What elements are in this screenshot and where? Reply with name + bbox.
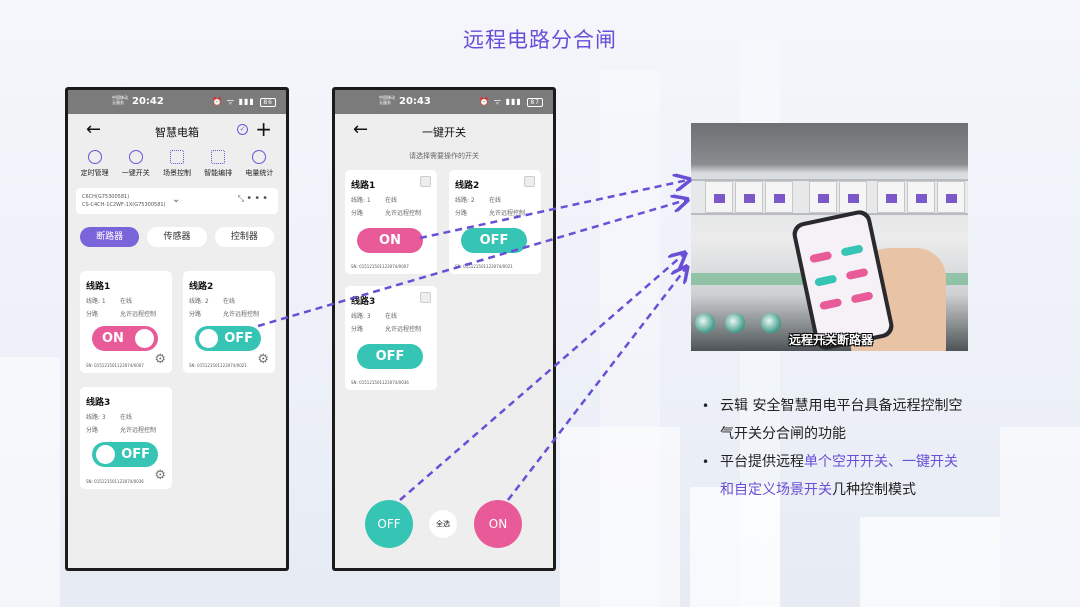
switch-toggle[interactable]: OFF [92,442,158,467]
clock-time: 20:43 [399,96,431,107]
switch-state-button[interactable]: ON [357,228,423,253]
switch-state-button[interactable]: OFF [461,228,527,253]
chevron-down-icon[interactable]: ⌄ [172,194,181,205]
battery-icon: 86 [260,98,276,107]
gear-icon[interactable]: ⚙ [154,352,166,367]
switch-state-button[interactable]: OFF [357,344,423,369]
carrier-text: 中国移动 无服务 [379,95,395,105]
breaker-card-3[interactable]: 线路3 线路: 3 在线 分路 允许远程控制 OFF SN: 015121501… [80,387,172,489]
select-checkbox[interactable] [420,176,431,187]
expand-icon[interactable]: ⤡ [237,194,244,203]
quick-timer[interactable]: 定时管理 [75,150,115,178]
breaker-panel-photo: 远程开关断路器 [691,123,968,351]
tab-sensor[interactable]: 传感器 [147,227,207,247]
select-checkbox[interactable] [524,176,535,187]
carrier-text: 中国移动 无服务 [112,95,128,105]
device-selector[interactable]: C6CH(G75300581) CS-C4CH-1C2WF-1X(G753005… [76,188,278,214]
instruction-text: 请选择需要操作的开关 [409,152,479,160]
clock-icon [87,150,102,164]
gear-icon[interactable]: ⚙ [257,352,269,367]
gear-icon[interactable]: ⚙ [154,468,166,483]
status-icons: ⏰ ᯤ ▮▮▮ 87 [479,96,543,107]
phone-screenshot-one-key-switch: 中国移动 无服务 20:43 ⏰ ᯤ ▮▮▮ 87 ← 一键开关 请选择需要操作… [332,87,556,571]
photo-caption: 远程开关断路器 [789,333,874,347]
all-off-button[interactable]: OFF [365,500,413,548]
clock-time: 20:42 [132,96,164,107]
phone-in-hand [790,208,896,351]
nodes-icon [211,150,226,164]
quick-actions: 定时管理 一键开关 场景控制 智能编排 电量统计 [68,150,286,178]
page-title: 远程电路分合闸 [463,28,617,52]
back-arrow-icon[interactable]: ← [86,119,102,140]
check-circle-icon[interactable]: ✓ [237,124,248,135]
switch-card-2[interactable]: 线路2 线路: 2 在线 分路 允许远程控制 OFF SN: 015121501… [449,170,541,274]
all-on-button[interactable]: ON [474,500,522,548]
switch-toggle[interactable]: OFF [195,326,261,351]
category-tabs: 断路器 传感器 控制器 [68,227,286,247]
status-icons: ⏰ ᯤ ▮▮▮ 86 [212,96,276,107]
status-bar: 中国移动 无服务 20:43 ⏰ ᯤ ▮▮▮ 87 [335,90,553,114]
breaker-card-1[interactable]: 线路1 线路: 1 在线 分路 允许远程控制 ON SN: 0151215011… [80,271,172,373]
app-title: 智慧电箱 [155,126,199,139]
power-icon [128,150,143,164]
tab-controller[interactable]: 控制器 [214,227,274,247]
add-icon[interactable]: + [255,117,272,141]
bullet-2: 平台提供远程单个空开开关、一键开关和自定义场景开关几种控制模式 [700,448,970,504]
switch-card-1[interactable]: 线路1 线路: 1 在线 分路 允许远程控制 ON SN: 0151215011… [345,170,437,274]
grid-icon [169,150,184,164]
battery-icon: 87 [527,98,543,107]
app-title: 一键开关 [422,126,466,139]
pie-chart-icon [252,150,267,164]
quick-one-key[interactable]: 一键开关 [116,150,156,178]
select-checkbox[interactable] [420,292,431,303]
quick-scene[interactable]: 场景控制 [157,150,197,178]
phone-screenshot-smart-box: 中国移动 无服务 20:42 ⏰ ᯤ ▮▮▮ 86 ← 智慧电箱 ✓ + 定时管… [65,87,289,571]
back-arrow-icon[interactable]: ← [353,119,369,140]
bullet-1: 云辑 安全智慧用电平台具备远程控制空气开关分合闸的功能 [700,392,970,448]
switch-card-3[interactable]: 线路3 线路: 3 在线 分路 允许远程控制 OFF SN: 015121501… [345,286,437,390]
quick-energy[interactable]: 电量统计 [239,150,279,178]
quick-orchestrate[interactable]: 智能编排 [198,150,238,178]
tab-breaker[interactable]: 断路器 [80,227,140,247]
breaker-card-2[interactable]: 线路2 线路: 2 在线 分路 允许远程控制 OFF SN: 015121501… [183,271,275,373]
select-all-button[interactable]: 全选 [429,510,457,538]
more-icon[interactable]: ••• [246,193,270,204]
status-bar: 中国移动 无服务 20:42 ⏰ ᯤ ▮▮▮ 86 [68,90,286,114]
feature-bullets: 云辑 安全智慧用电平台具备远程控制空气开关分合闸的功能 平台提供远程单个空开开关… [700,392,970,504]
switch-toggle[interactable]: ON [92,326,158,351]
